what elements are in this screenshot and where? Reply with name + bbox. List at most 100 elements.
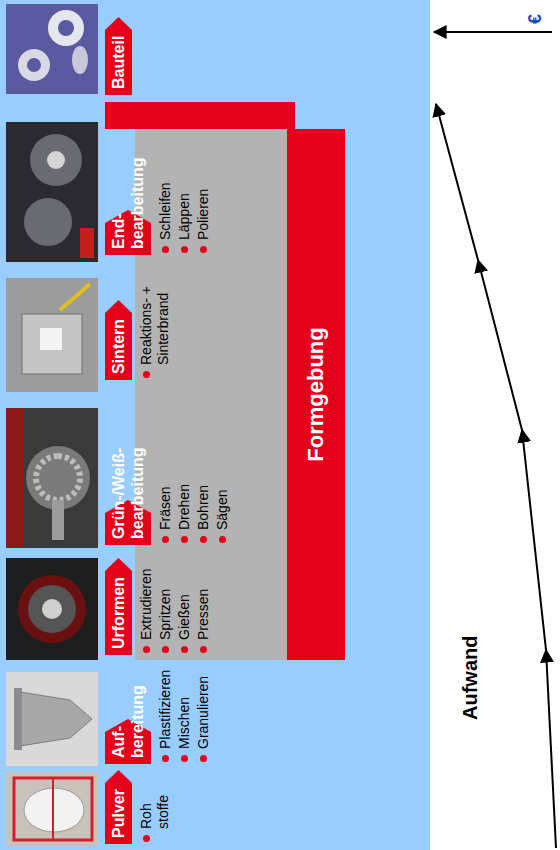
photo-parts-part bbox=[6, 4, 98, 94]
step-text: Drehen bbox=[176, 484, 193, 530]
bullet-dot bbox=[143, 646, 150, 653]
photo-furnace bbox=[6, 278, 98, 392]
arrow-fill bbox=[105, 558, 132, 655]
photo-parts-part bbox=[72, 46, 88, 74]
process-label: End- bearbeitung bbox=[105, 223, 151, 255]
photo-parts-part bbox=[27, 58, 41, 72]
process-label: Pulver bbox=[105, 770, 132, 844]
photo-lathe-part bbox=[6, 408, 98, 548]
step-item: Gießen bbox=[176, 594, 193, 653]
step-item: Polieren bbox=[195, 189, 212, 253]
bar-label: Formgebung bbox=[287, 129, 345, 660]
bullet-dot bbox=[200, 646, 207, 653]
step-text: Roh stoffe bbox=[138, 811, 172, 829]
photo-parts-part bbox=[48, 10, 84, 46]
bullet-dot bbox=[181, 755, 188, 762]
bullet-dot bbox=[162, 246, 169, 253]
photo-grinding-part bbox=[80, 228, 94, 258]
arrow-fill bbox=[105, 17, 132, 95]
bullet-dot bbox=[143, 371, 150, 378]
step-text: Plastifizieren bbox=[157, 670, 174, 749]
photo-grinding bbox=[6, 122, 98, 262]
step-item: Reaktions- + Sinterbrand bbox=[138, 265, 172, 378]
red-tab-part bbox=[105, 102, 295, 129]
axis-label: Aufwand bbox=[458, 636, 482, 720]
bullet-dot bbox=[200, 755, 207, 762]
process-arrow: Bauteil bbox=[105, 17, 132, 95]
process-arrow: Pulver bbox=[105, 770, 132, 844]
photo-extruder-part bbox=[42, 599, 62, 619]
process-arrow: Auf- bereitung bbox=[105, 719, 151, 764]
photo-lathe-part bbox=[6, 408, 24, 548]
stage-bar: Formgebung bbox=[287, 129, 345, 660]
photo-powder-part bbox=[14, 778, 92, 840]
grey-panel-part bbox=[135, 105, 287, 660]
bullet-dot bbox=[219, 536, 226, 543]
bullet-dot bbox=[181, 536, 188, 543]
background-panel-part bbox=[0, 0, 430, 850]
currency-symbol-box: € bbox=[524, 14, 546, 24]
photo-grinding-part bbox=[6, 122, 98, 262]
step-text: Fräsen bbox=[157, 486, 174, 530]
grey-panel bbox=[135, 105, 287, 660]
photo-powder-part bbox=[6, 772, 98, 846]
step-item: Plastifizieren bbox=[157, 670, 174, 762]
cost-arrow bbox=[434, 32, 552, 33]
photo-furnace-part bbox=[6, 278, 98, 392]
currency-symbol: € bbox=[524, 14, 546, 24]
step-item: Bohren bbox=[195, 485, 212, 543]
bullet-dot bbox=[200, 536, 207, 543]
photo-furnace-part bbox=[40, 328, 62, 350]
process-label: Auf- bereitung bbox=[105, 732, 151, 764]
step-item: Roh stoffe bbox=[138, 811, 172, 842]
step-text: Mischen bbox=[176, 697, 193, 749]
step-text: Extrudieren bbox=[138, 568, 155, 640]
step-text: Polieren bbox=[195, 189, 212, 240]
process-label: Bauteil bbox=[105, 17, 132, 95]
photo-lathe-part bbox=[36, 456, 80, 500]
arrow-fill bbox=[105, 719, 151, 764]
step-item: Schleifen bbox=[157, 182, 174, 253]
bullet-dot bbox=[162, 646, 169, 653]
photo-powder bbox=[6, 772, 98, 846]
cost-arrow-part bbox=[434, 31, 552, 33]
bullet-dot bbox=[162, 755, 169, 762]
process-arrow: Grün-/Weiß- bearbeitung bbox=[105, 500, 151, 545]
photo-mixer bbox=[6, 672, 98, 766]
photo-mixer-part bbox=[6, 672, 98, 766]
photo-mixer-part bbox=[20, 692, 92, 746]
photo-extruder bbox=[6, 558, 98, 660]
step-text: Granulieren bbox=[195, 676, 212, 749]
bullet-dot bbox=[162, 536, 169, 543]
step-text: Sägen bbox=[214, 490, 231, 530]
photo-mixer-part bbox=[14, 688, 22, 750]
photo-parts-part bbox=[58, 20, 74, 36]
step-item: Fräsen bbox=[157, 486, 174, 543]
photo-grinding-part bbox=[47, 151, 65, 169]
step-text: Läppen bbox=[176, 193, 193, 240]
process-label: Grün-/Weiß- bearbeitung bbox=[105, 513, 151, 545]
photo-grinding-part bbox=[30, 134, 82, 186]
step-text: Pressen bbox=[195, 589, 212, 640]
step-item: Drehen bbox=[176, 484, 193, 543]
arrow-fill bbox=[105, 210, 151, 255]
process-arrow: Urformen bbox=[105, 558, 132, 655]
bullet-dot bbox=[181, 246, 188, 253]
photo-grinding-part bbox=[24, 198, 72, 246]
bullet-dot bbox=[181, 646, 188, 653]
step-text: Bohren bbox=[195, 485, 212, 530]
bullet-dot bbox=[200, 246, 207, 253]
process-label: Urformen bbox=[105, 558, 132, 655]
process-arrow: Sintern bbox=[105, 300, 132, 380]
background-panel bbox=[0, 0, 430, 850]
step-item: Granulieren bbox=[195, 676, 212, 762]
photo-extruder-part bbox=[6, 558, 98, 660]
photo-powder-part bbox=[52, 778, 54, 840]
step-item: Läppen bbox=[176, 193, 193, 253]
step-item: Spritzen bbox=[157, 589, 174, 653]
photo-parts bbox=[6, 4, 98, 94]
red-tab bbox=[105, 102, 295, 129]
